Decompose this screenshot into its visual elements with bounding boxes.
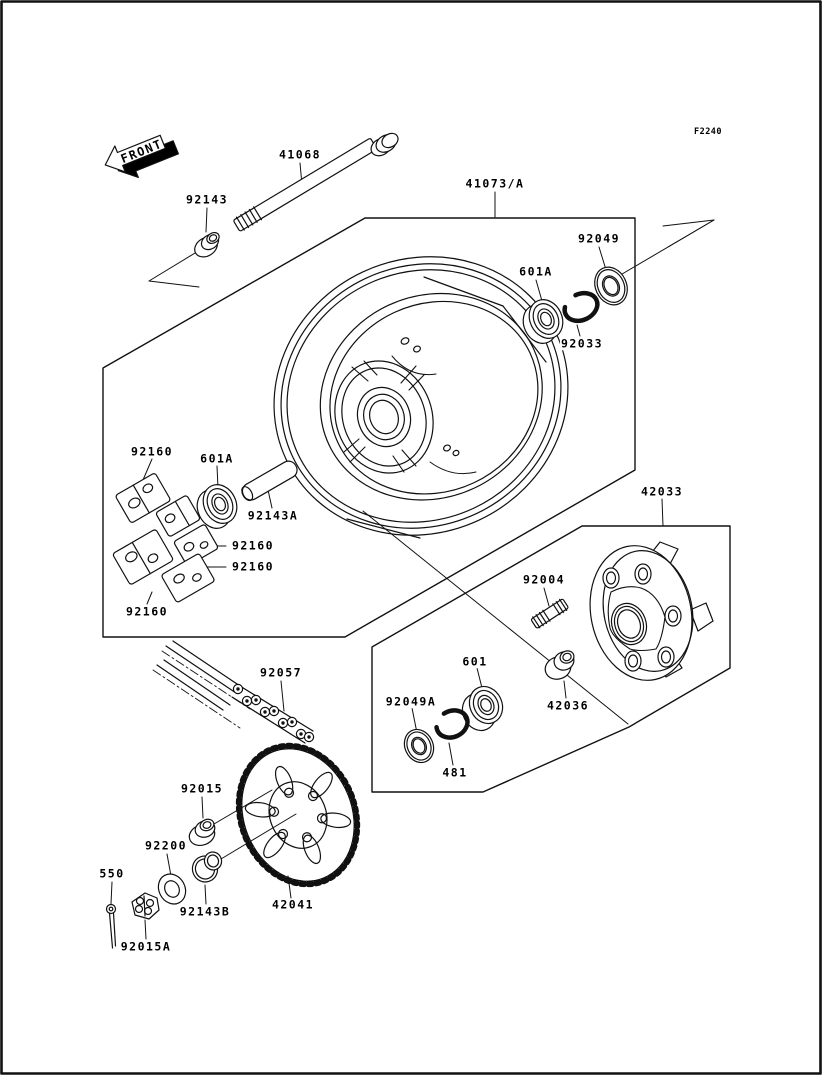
part-label-42041: 42041 — [270, 897, 316, 912]
coupling-sleeve-drawing — [544, 650, 575, 680]
part-label-92033: 92033 — [559, 336, 605, 351]
spacer-drawing — [241, 460, 298, 502]
part-label-41068: 41068 — [277, 147, 323, 162]
damper-set-drawing — [112, 473, 219, 603]
bearing-right-drawing — [522, 299, 564, 344]
drive-chain-drawing — [152, 640, 315, 744]
part-label-601: 601 — [461, 654, 489, 669]
part-label-92200: 92200 — [143, 838, 189, 853]
part-label-92049: 92049 — [576, 231, 622, 246]
part-label-92143b: 92143B — [178, 904, 232, 919]
part-label-92049a: 92049A — [384, 694, 438, 709]
part-label-92143: 92143 — [184, 192, 230, 207]
sprocket-nut-drawing — [188, 818, 216, 846]
part-label-92057: 92057 — [258, 665, 304, 680]
panel-outlines — [102, 217, 731, 793]
part-label-601a-left: 601A — [199, 451, 235, 466]
castle-nut-drawing — [131, 892, 160, 920]
circlip-right-drawing — [562, 290, 600, 324]
cotter-pin-drawing — [105, 903, 117, 949]
part-label-92160-b: 92160 — [230, 538, 276, 553]
part-label-42036: 42036 — [545, 698, 591, 713]
part-label-92160-d: 92160 — [124, 604, 170, 619]
part-label-92015a: 92015A — [119, 939, 173, 954]
washer-drawing — [157, 873, 187, 905]
bearing-left-drawing — [196, 484, 238, 529]
leader-lines — [110, 162, 715, 940]
stud-drawing — [530, 598, 569, 629]
part-label-92160-a: 92160 — [129, 444, 175, 459]
axle-nut-drawing — [194, 231, 220, 258]
axle-drawing — [233, 132, 399, 232]
sprocket-collar-drawing — [191, 851, 223, 883]
coupling-circlip-drawing — [434, 708, 470, 740]
part-label-601a-right: 601A — [518, 264, 554, 279]
part-label-42033: 42033 — [639, 484, 685, 499]
part-label-481: 481 — [441, 765, 469, 780]
part-label-92143a: 92143A — [246, 508, 300, 523]
part-label-41073a: 41073/A — [464, 176, 526, 191]
seal-right-drawing — [594, 266, 628, 306]
part-label-92015: 92015 — [179, 781, 225, 796]
sprocket-drawing — [235, 742, 361, 888]
coupling-bearing-drawing — [461, 685, 504, 732]
part-label-92004: 92004 — [521, 572, 567, 587]
part-label-550: 550 — [98, 866, 126, 881]
wheel-drawing — [273, 256, 569, 539]
coupling-hub-drawing — [589, 541, 714, 681]
coupling-seal-drawing — [403, 728, 435, 764]
figure-code: F2240 — [693, 127, 723, 137]
front-arrow: FRONT — [104, 134, 179, 179]
part-label-92160-c: 92160 — [230, 559, 276, 574]
